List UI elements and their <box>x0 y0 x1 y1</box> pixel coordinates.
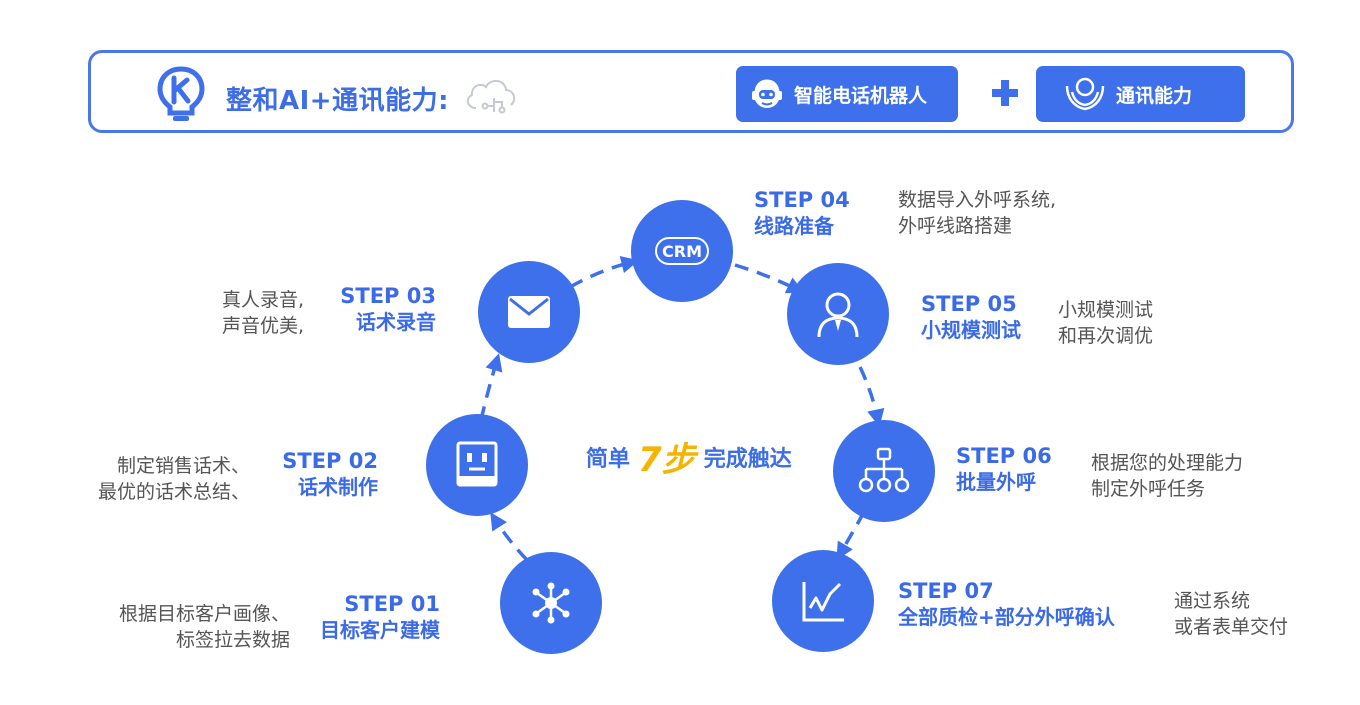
step01-id: STEP 01 <box>344 592 440 616</box>
line-chart-icon <box>802 582 844 622</box>
step05-label: STEP 05 小规模测试 <box>921 291 1021 343</box>
step06-label: STEP 06 批量外呼 <box>956 443 1052 495</box>
step02-name: 话术制作 <box>298 475 378 499</box>
step05-id: STEP 05 <box>921 292 1017 316</box>
plus-icon <box>992 80 1018 106</box>
envelope-icon <box>508 296 550 328</box>
org-tree-icon <box>858 447 910 493</box>
lightbulb-logo-icon <box>157 66 205 121</box>
comm-pill-label: 通讯能力 <box>1116 84 1193 107</box>
crm-icon: CRM <box>655 237 709 265</box>
step03-name: 话术录音 <box>356 310 436 334</box>
step06-name: 批量外呼 <box>956 470 1036 494</box>
step07-circle <box>772 550 874 652</box>
step05-desc-line2: 和再次调优 <box>1058 325 1154 347</box>
comm-pill: 通讯能力 <box>1036 66 1245 122</box>
step05-desc: 小规模测试 和再次调优 <box>1058 297 1153 349</box>
center-caption: 简单 7步 完成触达 <box>586 432 792 481</box>
step07-name: 全部质检+部分外呼确认 <box>898 605 1115 629</box>
step05-name: 小规模测试 <box>921 318 1021 342</box>
step04-desc: 数据导入外呼系统, 外呼线路搭建 <box>898 187 1056 239</box>
step06-id: STEP 06 <box>956 444 1052 468</box>
hub-icon <box>532 582 570 624</box>
step06-desc-line2: 制定外呼任务 <box>1091 478 1206 500</box>
step03-desc: 真人录音, 声音优美, <box>160 287 304 339</box>
step05-circle <box>787 263 889 365</box>
step02-circle <box>426 414 528 516</box>
step01-circle <box>500 552 602 654</box>
step06-circle <box>833 420 935 522</box>
robot-face-icon <box>456 441 498 487</box>
step03-circle <box>478 261 580 363</box>
step05-desc-line1: 小规模测试 <box>1058 299 1154 321</box>
step03-desc-line1: 真人录音, <box>221 289 304 311</box>
step03-desc-line2: 声音优美, <box>221 315 304 337</box>
step01-desc-line2: 标签拉去数据 <box>175 629 290 651</box>
step06-desc: 根据您的处理能力 制定外呼任务 <box>1091 450 1243 502</box>
step02-desc-line2: 最优的话术总结、 <box>97 481 250 503</box>
center-suffix: 完成触达 <box>703 446 792 472</box>
step02-desc: 制定销售话术、 最优的话术总结、 <box>40 453 250 505</box>
step01-desc-line1: 根据目标客户画像、 <box>118 603 290 625</box>
step07-id: STEP 07 <box>898 579 994 603</box>
step04-name: 线路准备 <box>754 214 834 238</box>
step07-desc: 通过系统 或者表单交付 <box>1174 588 1288 640</box>
robot-pill: 智能电话机器人 <box>736 66 958 122</box>
robot-headset-icon <box>752 79 782 108</box>
hands-heart-icon <box>1065 77 1105 111</box>
center-highlight: 7步 <box>638 440 696 480</box>
step04-desc-line1: 数据导入外呼系统, <box>898 189 1057 211</box>
step03-id: STEP 03 <box>340 284 436 308</box>
crm-label: CRM <box>662 242 702 261</box>
step04-desc-line2: 外呼线路搭建 <box>898 215 1013 237</box>
header-title: 整和AI+通讯能力: <box>226 86 449 116</box>
step04-label: STEP 04 线路准备 <box>754 187 850 239</box>
step02-id: STEP 02 <box>282 449 378 473</box>
step01-label: STEP 01 目标客户建模 <box>290 591 440 643</box>
step04-circle: CRM <box>631 200 733 302</box>
step04-id: STEP 04 <box>754 188 850 212</box>
robot-pill-label: 智能电话机器人 <box>794 84 928 107</box>
step07-desc-line2: 或者表单交付 <box>1174 616 1289 638</box>
step03-label: STEP 03 话术录音 <box>318 283 436 335</box>
step06-desc-line1: 根据您的处理能力 <box>1091 452 1244 474</box>
step01-desc: 根据目标客户画像、 标签拉去数据 <box>70 601 290 653</box>
person-icon <box>817 292 859 338</box>
step02-label: STEP 02 话术制作 <box>260 448 378 500</box>
step02-desc-line1: 制定销售话术、 <box>116 455 250 477</box>
step07-desc-line1: 通过系统 <box>1174 590 1251 612</box>
center-prefix: 简单 <box>586 446 631 472</box>
step07-label: STEP 07 全部质检+部分外呼确认 <box>898 578 1115 630</box>
step01-name: 目标客户建模 <box>320 618 440 642</box>
cloud-icon <box>466 80 516 114</box>
